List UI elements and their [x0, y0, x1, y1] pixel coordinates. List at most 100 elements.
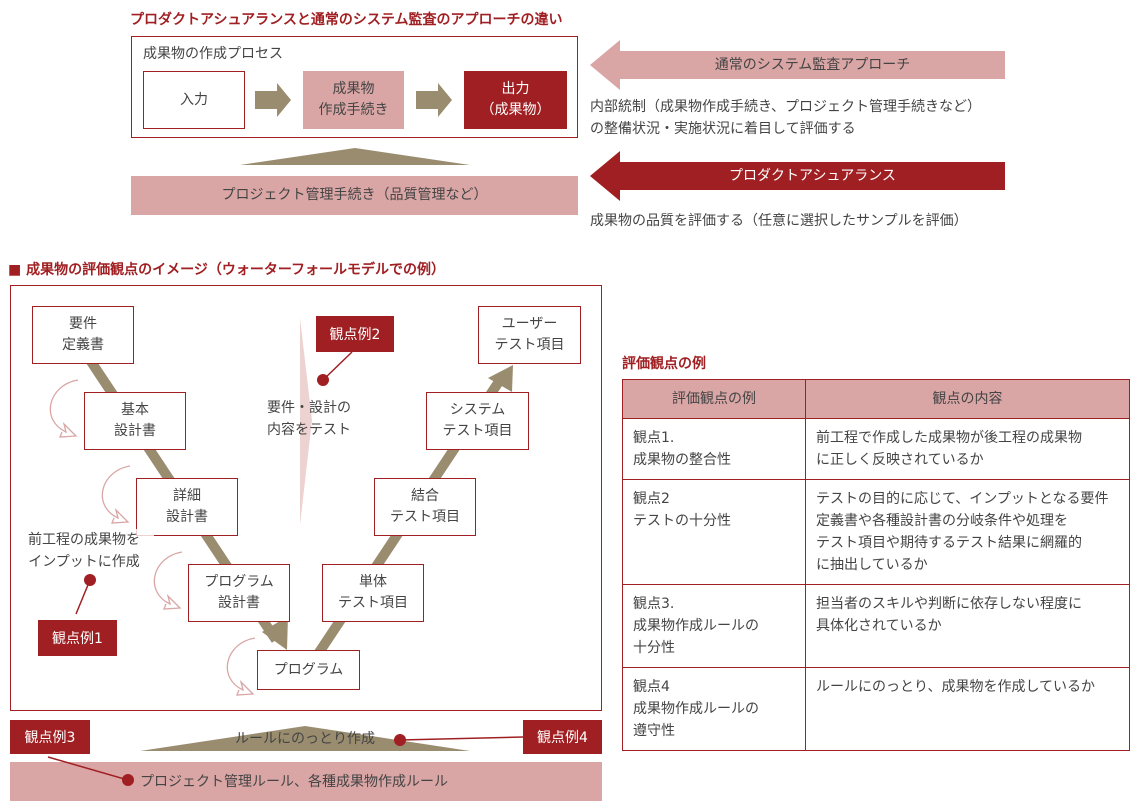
process-label: 成果物の作成プロセス — [143, 46, 283, 62]
vmodel-heading: ■ 成果物の評価観点のイメージ（ウォーターフォールモデルでの例） — [8, 262, 445, 278]
header-cell: 観点の内容 — [805, 379, 1130, 419]
arrow-right-icon — [255, 83, 291, 117]
cell-line: 観点1. — [633, 430, 675, 446]
box-line: テスト項目 — [494, 337, 565, 353]
output-line: 出力 — [501, 81, 530, 97]
normal-audit-arrow — [590, 40, 1005, 90]
tag-viewpoint-1: 観点例1 — [38, 620, 117, 656]
unit-test-box: 単体テスト項目 — [322, 564, 424, 622]
box-line: 設計書 — [218, 595, 260, 611]
viewpoint-table: 評価観点の例 観点の内容 観点1. 成果物の整合性 前工程で作成した成果物が後工程… — [622, 379, 1130, 751]
vmodel-frame — [10, 285, 602, 711]
test-note-2: 内容をテスト — [267, 422, 351, 438]
process-frame — [131, 36, 578, 138]
viewpoint-content: 担当者のスキルや判断に依存しない程度に具体化されているか — [805, 584, 1130, 668]
arrow-up-icon — [488, 365, 513, 392]
box-line: テスト項目 — [338, 595, 408, 611]
cell-line: テスト項目や期待するテスト結果に網羅的 — [816, 535, 1082, 551]
cell-line: 担当者のスキルや判断に依存しない程度に — [816, 596, 1082, 612]
viewpoint-name: 観点1. 成果物の整合性 — [622, 418, 806, 480]
viewpoint-content: 前工程で作成した成果物が後工程の成果物に正しく反映されているか — [805, 418, 1130, 480]
cell-line: 成果物作成ルールの — [633, 618, 759, 634]
box-line: 設計書 — [166, 509, 208, 525]
box-line: 単体 — [359, 574, 387, 590]
program-design-box: プログラム設計書 — [188, 564, 290, 622]
test-note-1: 要件・設計の — [267, 400, 351, 416]
box-line: プログラム — [273, 661, 344, 678]
input-box: 入力 — [143, 71, 245, 129]
table-row: 観点3. 成果物作成ルールの十分性 担当者のスキルや判断に依存しない程度に具体化さ… — [622, 584, 1130, 668]
pa-desc: 成果物の品質を評価する（任意に選択したサンプルを評価） — [590, 213, 968, 229]
input-label: 入力 — [180, 91, 208, 108]
box-line: 設計書 — [114, 423, 156, 439]
integration-test-box: 結合テスト項目 — [374, 478, 476, 536]
cell-line: 前工程で作成した成果物が後工程の成果物 — [816, 430, 1082, 446]
project-procedure-label: プロジェクト管理手続き（品質管理など） — [221, 187, 488, 203]
box-line: プログラム — [204, 574, 274, 590]
user-test-box: ユーザーテスト項目 — [478, 306, 581, 364]
normal-desc-1: 内部統制（成果物作成手続き、プロジェクト管理手続きなど） — [590, 99, 982, 115]
cell-line: に正しく反映されているか — [816, 452, 984, 468]
arrow-right-icon — [416, 83, 452, 117]
table-title: 評価観点の例 — [622, 356, 706, 372]
arrow-down-icon — [262, 616, 288, 650]
viewpoint-content: ルールにのっとり、成果物を作成しているか — [805, 667, 1130, 751]
requirements-box: 要件定義書 — [32, 306, 134, 364]
procedure-line: 作成手続き — [318, 102, 389, 118]
rule-triangle — [140, 726, 470, 751]
box-line: 定義書 — [62, 337, 104, 353]
input-note-1: 前工程の成果物を — [14, 529, 154, 551]
cell-line: 成果物作成ルールの — [633, 701, 759, 717]
pa-label: プロダクトアシュアランス — [729, 168, 896, 184]
program-box: プログラム — [257, 650, 360, 690]
table-header-row: 評価観点の例 観点の内容 — [622, 379, 1130, 419]
curved-arrow-icons — [49, 379, 256, 696]
box-line: テスト項目 — [390, 509, 460, 525]
normal-audit-label: 通常のシステム監査アプローチ — [714, 57, 911, 73]
box-line: 詳細 — [173, 488, 201, 504]
viewpoint-content: テストの目的に応じて、インプットとなる要件定義書や各種設計書の分岐条件や処理をテ… — [805, 479, 1130, 585]
cell-line: 十分性 — [633, 640, 675, 656]
viewpoint-name: 観点3. 成果物作成ルールの十分性 — [622, 584, 806, 668]
tag-viewpoint-3: 観点例3 — [10, 720, 90, 754]
detail-design-box: 詳細設計書 — [136, 478, 238, 536]
cell-line: に抽出しているか — [816, 557, 928, 573]
rule-bar-label: プロジェクト管理ルール、各種成果物作成ルール — [140, 774, 448, 790]
comparison-title: プロダクトアシュアランスと通常のシステム監査のアプローチの違い — [130, 12, 563, 28]
cell-line: テストの目的に応じて、インプットとなる要件 — [816, 491, 1109, 507]
table-row: 観点4 成果物作成ルールの遵守性 ルールにのっとり、成果物を作成しているか — [622, 667, 1130, 751]
normal-desc-2: の整備状況・実施状況に着目して評価する — [590, 121, 856, 137]
cell-line: 定義書や各種設計書の分岐条件や処理を — [816, 513, 1068, 529]
viewpoint-name: 観点2 テストの十分性 — [622, 479, 806, 585]
output-line: （成果物） — [480, 102, 551, 118]
cell-line: テストの十分性 — [633, 513, 731, 529]
procedure-box: 成果物作成手続き — [303, 71, 404, 129]
basic-design-box: 基本設計書 — [84, 392, 186, 450]
table-row: 観点1. 成果物の整合性 前工程で作成した成果物が後工程の成果物に正しく反映されて… — [622, 418, 1130, 480]
project-procedure-bar: プロジェクト管理手続き（品質管理など） — [131, 176, 578, 215]
cell-line: 観点4 — [633, 679, 670, 695]
cell-line: 観点3. — [633, 596, 675, 612]
support-triangle — [240, 148, 470, 165]
viewpoint-name: 観点4 成果物作成ルールの遵守性 — [622, 667, 806, 751]
table-row: 観点2 テストの十分性 テストの目的に応じて、インプットとなる要件定義書や各種設計… — [622, 479, 1130, 585]
cell-line: 成果物の整合性 — [633, 452, 731, 468]
cell-line: 具体化されているか — [816, 618, 942, 634]
box-line: 要件 — [69, 316, 97, 332]
header-cell: 評価観点の例 — [622, 379, 806, 419]
cell-line: 観点2 — [633, 491, 670, 507]
cell-line: 遵守性 — [633, 723, 675, 739]
pa-arrow — [590, 151, 1005, 201]
box-line: システム — [449, 402, 506, 418]
tag-viewpoint-2: 観点例2 — [316, 316, 394, 352]
rule-note: ルールにのっとり作成 — [235, 731, 375, 747]
box-line: テスト項目 — [442, 423, 513, 439]
tag-viewpoint-4: 観点例4 — [523, 720, 602, 754]
system-test-box: システムテスト項目 — [426, 392, 529, 450]
box-line: 結合 — [411, 488, 439, 504]
test-spike — [300, 318, 312, 525]
output-box: 出力 （成果物） — [464, 71, 567, 129]
input-note-2: インプットに作成 — [28, 554, 140, 570]
cell-line: ルールにのっとり、成果物を作成しているか — [816, 679, 1096, 695]
